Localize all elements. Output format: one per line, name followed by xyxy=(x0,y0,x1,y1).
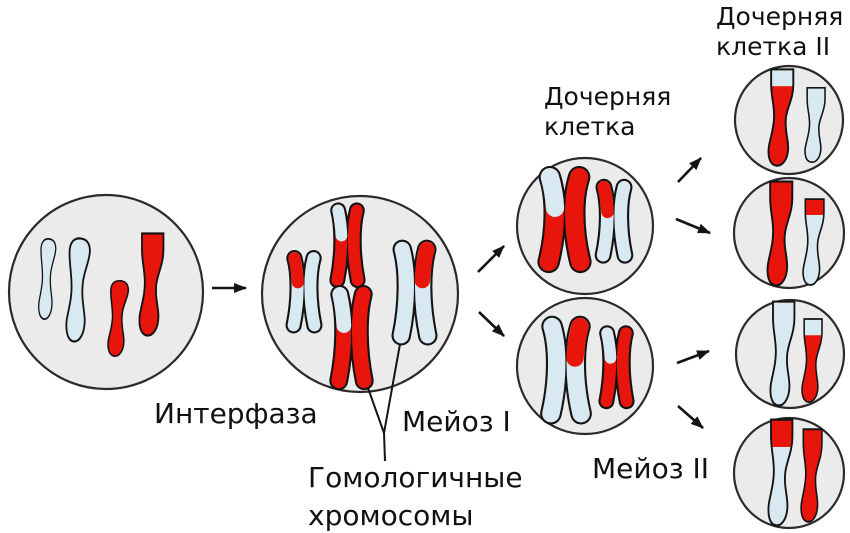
chromatid-blue xyxy=(37,238,57,320)
chromatid-blue xyxy=(767,418,794,527)
final-cell-3 xyxy=(734,298,846,410)
arrows xyxy=(212,157,711,429)
pointer-lines xyxy=(367,343,401,462)
label-daughter-cell: Дочерняя клетка xyxy=(544,82,672,141)
chromatid-red xyxy=(800,428,823,523)
arrow xyxy=(677,157,702,183)
daughter-cell-bottom xyxy=(515,296,655,436)
chromatid-blue xyxy=(804,87,826,164)
chromatid-red xyxy=(138,232,165,337)
final-cell-4 xyxy=(732,416,846,530)
arrow xyxy=(676,349,710,365)
chromatid-red xyxy=(801,318,823,403)
x-chromosome xyxy=(594,178,634,264)
cell-membrane xyxy=(7,193,205,391)
x-chromosome xyxy=(329,284,374,391)
arrow xyxy=(477,245,505,273)
label-interphase: Интерфаза xyxy=(154,397,318,430)
chromatid-red xyxy=(107,279,130,357)
daughter-cell-top xyxy=(515,156,655,296)
meiosis-i-cell xyxy=(260,194,460,394)
arrow xyxy=(675,217,711,235)
label-homologous-chromosomes: Гомологичные хромосомы xyxy=(308,461,523,533)
final-cell-1 xyxy=(733,64,845,176)
x-chromosome xyxy=(329,202,366,289)
interphase-cell xyxy=(7,193,205,391)
x-chromosome xyxy=(598,325,635,410)
label-meiosis-1: Мейоз I xyxy=(402,405,511,438)
final-cell-2 xyxy=(732,176,846,290)
arrow xyxy=(677,405,704,429)
label-meiosis-2: Мейоз II xyxy=(592,452,710,485)
chromatid-blue xyxy=(802,198,825,286)
chromatid-blue xyxy=(65,237,91,343)
x-chromosome xyxy=(540,315,592,425)
x-chromosome xyxy=(537,165,592,274)
x-chromosome xyxy=(391,239,438,346)
chromatid-blue xyxy=(769,300,796,407)
arrow xyxy=(478,311,505,337)
x-chromosome xyxy=(285,250,323,334)
pointer-line xyxy=(367,387,385,434)
label-daughter-cell-2: Дочерняя клетка II xyxy=(716,2,844,61)
